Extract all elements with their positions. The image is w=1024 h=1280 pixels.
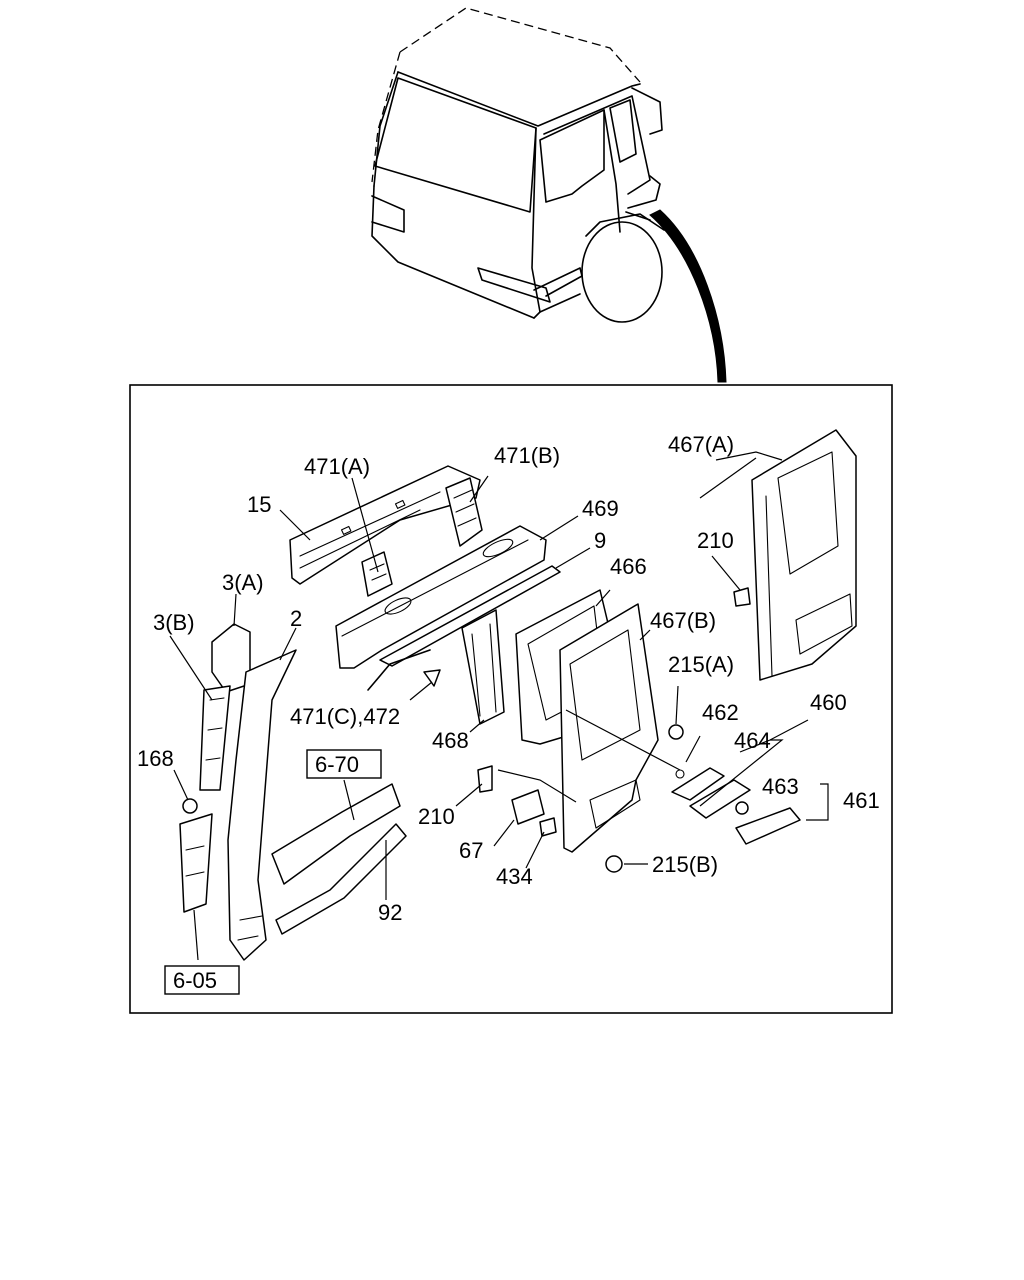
callout-92: 92 (378, 900, 402, 925)
callout-215a: 215(A) (668, 652, 734, 677)
part-215a (668, 724, 684, 740)
part-462 (671, 767, 725, 801)
part-9 (379, 565, 561, 667)
callout-670: 6-70 (315, 752, 359, 777)
part-472 (423, 669, 441, 687)
callout-471b: 471(B) (494, 443, 560, 468)
callout-67: 67 (459, 838, 483, 863)
callout-15: 15 (247, 492, 271, 517)
part-464 (689, 779, 751, 819)
part-605-bracket (179, 813, 213, 913)
callout-434: 434 (496, 864, 533, 889)
part-467a (751, 429, 857, 681)
part-469 (335, 525, 547, 669)
callout-468: 468 (432, 728, 469, 753)
leaders (169, 451, 829, 961)
callout-461: 461 (843, 788, 880, 813)
callout-471c-472: 471(C),472 (290, 704, 400, 729)
parts (179, 429, 857, 961)
part-92 (275, 823, 407, 935)
part-467b (559, 603, 659, 853)
vehicle-overview (371, 7, 665, 323)
part-210-lower (477, 765, 493, 793)
part-3b (199, 685, 231, 791)
detail-pointer (649, 209, 727, 383)
part-471a (361, 551, 393, 597)
part-67 (511, 789, 545, 825)
callout-463: 463 (762, 774, 799, 799)
part-2 (227, 649, 297, 961)
callout-3a: 3(A) (222, 570, 264, 595)
callout-labels: 15 471(A) 471(B) 469 9 467(A) 210 3(A) 3… (137, 432, 880, 995)
callout-460: 460 (810, 690, 847, 715)
detail-frame (129, 384, 893, 1014)
callout-168: 168 (137, 746, 174, 771)
callout-467b: 467(B) (650, 608, 716, 633)
callout-466: 466 (610, 554, 647, 579)
part-670-member (271, 783, 401, 885)
part-434 (539, 817, 557, 837)
callout-462: 462 (702, 700, 739, 725)
callout-210-upper: 210 (697, 528, 734, 553)
callout-464: 464 (734, 728, 771, 753)
ref-box-605 (164, 965, 240, 995)
callout-9: 9 (594, 528, 606, 553)
part-210-upper (733, 587, 751, 607)
ref-box-670 (306, 749, 382, 779)
callout-605: 6-05 (173, 968, 217, 993)
callout-471a: 471(A) (304, 454, 370, 479)
part-168 (182, 798, 198, 814)
callout-210-lower: 210 (418, 804, 455, 829)
part-461 (735, 807, 801, 845)
part-463 (735, 801, 749, 815)
part-215b (605, 855, 623, 873)
callout-469: 469 (582, 496, 619, 521)
callout-3b: 3(B) (153, 610, 195, 635)
part-468 (461, 609, 505, 725)
callout-215b: 215(B) (652, 852, 718, 877)
callout-2: 2 (290, 606, 302, 631)
part-471b (445, 477, 483, 547)
callout-467a: 467(A) (668, 432, 734, 457)
